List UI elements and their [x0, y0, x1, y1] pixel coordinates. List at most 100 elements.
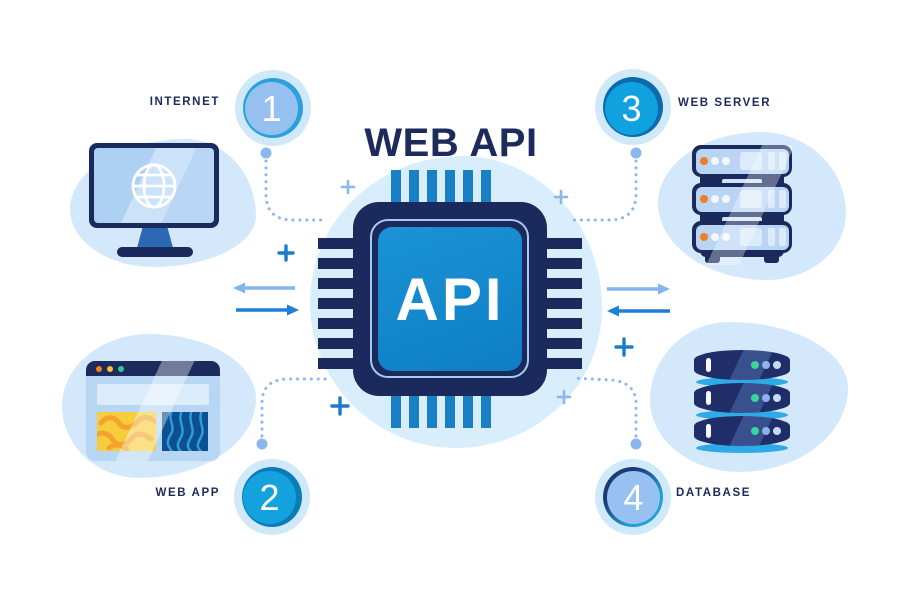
- label-database: DATABASE: [676, 487, 751, 499]
- disk-led-green: [751, 394, 759, 402]
- plus-icon: [330, 396, 350, 416]
- plus-decorations-light: [340, 179, 572, 405]
- dotted-connector-badge1: [264, 159, 329, 222]
- chip-pins-bottom: [391, 394, 492, 428]
- disk-indicator-bar: [706, 358, 711, 372]
- server-unit-face: [695, 148, 789, 174]
- database-disk: [694, 350, 790, 380]
- monitor-stand: [137, 228, 173, 248]
- arrow-left-light-head: [233, 282, 245, 294]
- server-unit: [692, 145, 792, 177]
- disk-led: [762, 427, 770, 435]
- server-led: [710, 195, 719, 203]
- page-title: WEB API: [364, 121, 538, 165]
- dotted-connector-badge2: [260, 377, 332, 438]
- arrow-right-light-head: [658, 283, 670, 295]
- chip-pins-left: [318, 238, 354, 369]
- browser-panel-yellow: [97, 412, 156, 451]
- database-stack-icon: [694, 350, 790, 458]
- database-rim: [696, 443, 788, 453]
- plus-icon: [614, 337, 634, 357]
- browser-title-bar: [86, 361, 220, 376]
- server-led: [721, 233, 730, 241]
- step-badge-4: 4: [595, 459, 671, 535]
- connector-dot-4: [630, 438, 642, 450]
- chip-pins-top: [391, 170, 492, 204]
- server-led: [710, 233, 719, 241]
- server-led-orange: [699, 195, 708, 203]
- left-arrows: [233, 282, 299, 316]
- server-led: [721, 157, 730, 165]
- dotted-connector-badge4: [570, 376, 638, 438]
- badge-number: 4: [607, 471, 660, 524]
- step-badge-3: 3: [595, 69, 671, 145]
- browser-banner: [97, 384, 209, 405]
- plus-icon: [340, 179, 356, 195]
- badge-number: 2: [243, 471, 296, 524]
- disk-led-green: [751, 361, 759, 369]
- monitor-base: [117, 247, 193, 257]
- dotted-connector-badge3: [571, 159, 638, 222]
- server-rack-icon: [692, 145, 792, 265]
- connector-dot-2: [256, 438, 268, 450]
- label-web-app: WEB APP: [155, 487, 220, 499]
- database-rim: [696, 410, 788, 420]
- arrow-left-strong-head: [607, 305, 619, 317]
- chip-inner-outline: [370, 219, 529, 378]
- chip-pins-right: [546, 238, 582, 369]
- label-web-server: WEB SERVER: [678, 97, 772, 109]
- server-unit: [692, 183, 792, 215]
- server-led-orange: [699, 157, 708, 165]
- server-slot: [722, 178, 762, 184]
- server-unit: [692, 221, 792, 253]
- badge-number: 1: [245, 82, 298, 135]
- label-internet: INTERNET: [149, 96, 220, 108]
- disk-indicator-bar: [706, 424, 711, 438]
- server-vent-slat: [778, 189, 786, 208]
- step-badge-1: 1: [235, 70, 311, 146]
- plus-icon: [553, 189, 569, 205]
- connector-dot-1: [260, 147, 272, 159]
- server-vent-slat: [778, 227, 786, 246]
- squiggle-pattern: [97, 414, 156, 451]
- database-disk: [694, 416, 790, 446]
- server-led: [710, 157, 719, 165]
- database-rim: [696, 377, 788, 387]
- server-foot: [764, 253, 779, 263]
- plus-decorations-strong: [277, 244, 634, 416]
- disk-led: [762, 394, 770, 402]
- disk-led: [773, 394, 781, 402]
- plus-icon: [556, 389, 572, 405]
- browser-panel-blue: [162, 412, 208, 451]
- server-unit-face: [695, 186, 789, 212]
- server-vent-panel: [739, 227, 762, 246]
- arrow-right-strong-head: [287, 304, 299, 316]
- browser-window-icon: [86, 361, 220, 461]
- step-badge-2: 2: [234, 459, 310, 535]
- connector-dot-3: [630, 147, 642, 159]
- server-foot: [705, 253, 720, 263]
- disk-led: [773, 361, 781, 369]
- window-dot-orange: [96, 365, 102, 372]
- disk-led-green: [751, 427, 759, 435]
- plus-icon: [277, 244, 295, 262]
- badge-number: 3: [605, 82, 658, 135]
- window-dot-green: [118, 365, 124, 372]
- wave-pattern: [166, 412, 204, 451]
- server-vent-slat: [767, 151, 775, 170]
- server-slot: [722, 216, 762, 222]
- chip-core-label: API: [378, 227, 522, 371]
- monitor-screen: [94, 148, 214, 223]
- server-vent-panel: [739, 189, 762, 208]
- server-vent-panel: [739, 151, 762, 170]
- monitor-globe-icon: [89, 143, 219, 228]
- server-vent-slat: [778, 151, 786, 170]
- database-disk: [694, 383, 790, 413]
- right-arrows: [607, 283, 670, 317]
- window-dot-yellow: [107, 365, 113, 372]
- disk-led: [762, 361, 770, 369]
- server-vent-slat: [767, 227, 775, 246]
- globe-icon: [131, 163, 177, 208]
